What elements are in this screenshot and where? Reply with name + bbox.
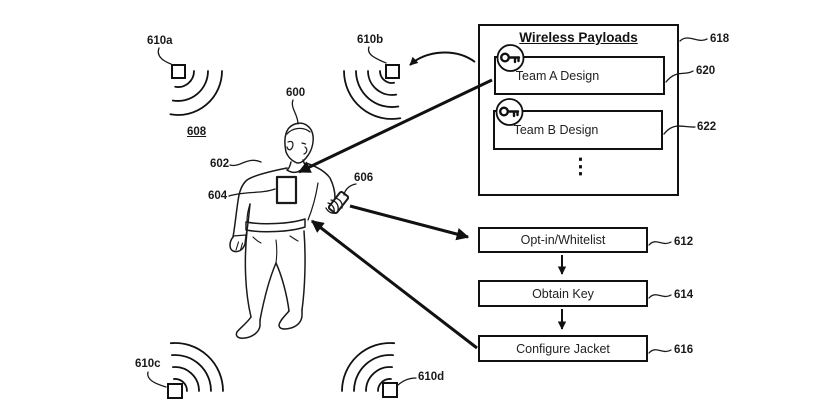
jacket-patch xyxy=(275,175,298,205)
ref-label-person: 600 xyxy=(286,87,306,99)
payload-team-b-label: Team B Design xyxy=(513,123,599,137)
vertical-ellipsis-icon: ⋮ xyxy=(570,155,591,178)
ref-label-jacket: 602 xyxy=(210,158,230,170)
flow-box-configure-jacket: Configure Jacket xyxy=(478,335,648,362)
ref-label-phone: 606 xyxy=(354,172,374,184)
leader-lines xyxy=(147,37,708,388)
ref-label-patch: 604 xyxy=(208,190,228,202)
ref-label-panel: 618 xyxy=(710,33,730,45)
signal-arcs-icon xyxy=(169,342,224,392)
signal-arcs-icon xyxy=(169,70,223,116)
key-icon xyxy=(496,44,525,72)
ref-label-environment: 608 xyxy=(187,126,207,138)
ref-label-beacon-d: 610d xyxy=(418,371,445,383)
arrow-panel-to-beaconB xyxy=(409,51,476,66)
beacon-610d-icon xyxy=(341,342,398,398)
flow-box-obtain-key-label: Obtain Key xyxy=(532,286,594,301)
person-head xyxy=(284,122,314,164)
beacon-610c-icon xyxy=(167,342,224,399)
ref-label-obtain-key: 614 xyxy=(674,289,694,301)
key-icon xyxy=(495,98,524,126)
arrow-teamA-to-patch xyxy=(297,78,493,174)
payload-team-b: Team B Design xyxy=(493,98,663,150)
connection-arrows xyxy=(297,51,567,350)
signal-arcs-icon xyxy=(341,342,396,392)
payload-team-a: Team A Design xyxy=(494,44,665,95)
flow-box-optin: Opt-in/Whitelist xyxy=(478,227,648,253)
signal-arcs-icon xyxy=(343,70,402,120)
arrow-phone-to-optin xyxy=(349,204,470,241)
beacon-610b-icon xyxy=(343,64,402,120)
ref-label-beacon-b: 610b xyxy=(357,34,384,46)
panel-title: Wireless Payloads xyxy=(519,30,638,45)
ref-label-beacon-c: 610c xyxy=(135,358,161,370)
flow-box-obtain-key: Obtain Key xyxy=(478,280,648,307)
flow-box-optin-label: Opt-in/Whitelist xyxy=(520,233,606,247)
ref-label-optin: 612 xyxy=(674,236,694,248)
person-legs xyxy=(244,230,252,318)
smartphone xyxy=(327,190,350,215)
flow-box-configure-jacket-label: Configure Jacket xyxy=(516,341,610,356)
person-jacket xyxy=(232,167,288,238)
ref-label-team-a: 620 xyxy=(696,65,716,77)
person-hand-fingers xyxy=(325,197,343,214)
wireless-payloads-panel xyxy=(478,24,679,196)
beacon-610a-icon xyxy=(169,64,223,116)
ref-label-configure-jacket: 616 xyxy=(674,344,694,356)
ref-label-beacon-a: 610a xyxy=(147,35,173,47)
ref-label-team-b: 622 xyxy=(697,121,717,133)
arrow-configure-to-jacket xyxy=(311,219,478,350)
payload-team-a-label: Team A Design xyxy=(515,68,600,83)
